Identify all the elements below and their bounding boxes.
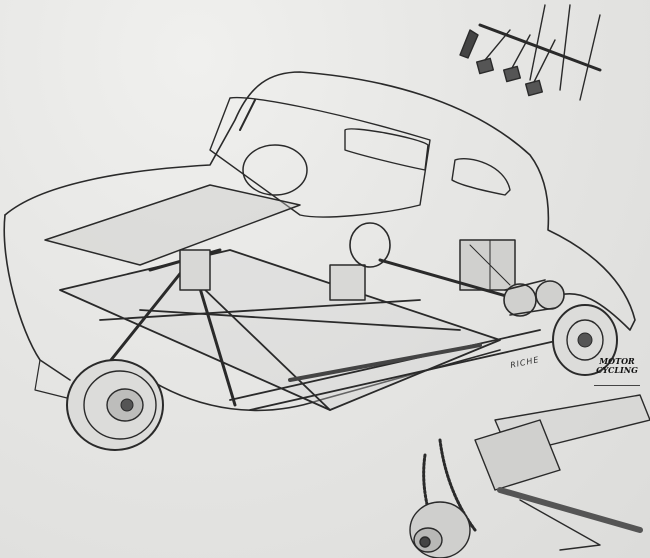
pedal-assembly-inset (459, 4, 602, 101)
logo-line-1: MOTOR (599, 356, 635, 366)
rear-wheel (552, 304, 618, 376)
chassis-frame (59, 249, 561, 411)
engine-unit (329, 222, 522, 302)
belt-drive-pulleys (503, 279, 565, 317)
car-body-outline (3, 71, 636, 412)
front-wheel (66, 359, 164, 451)
windscreen-and-side-windows (209, 96, 511, 218)
publication-logo: MOTOR CYCLING (594, 357, 640, 386)
logo-line-2: CYCLING (596, 365, 638, 375)
steering-wheel (242, 144, 308, 196)
rear-chain-drive-inset (409, 394, 650, 558)
bonnet-opening (44, 184, 301, 266)
